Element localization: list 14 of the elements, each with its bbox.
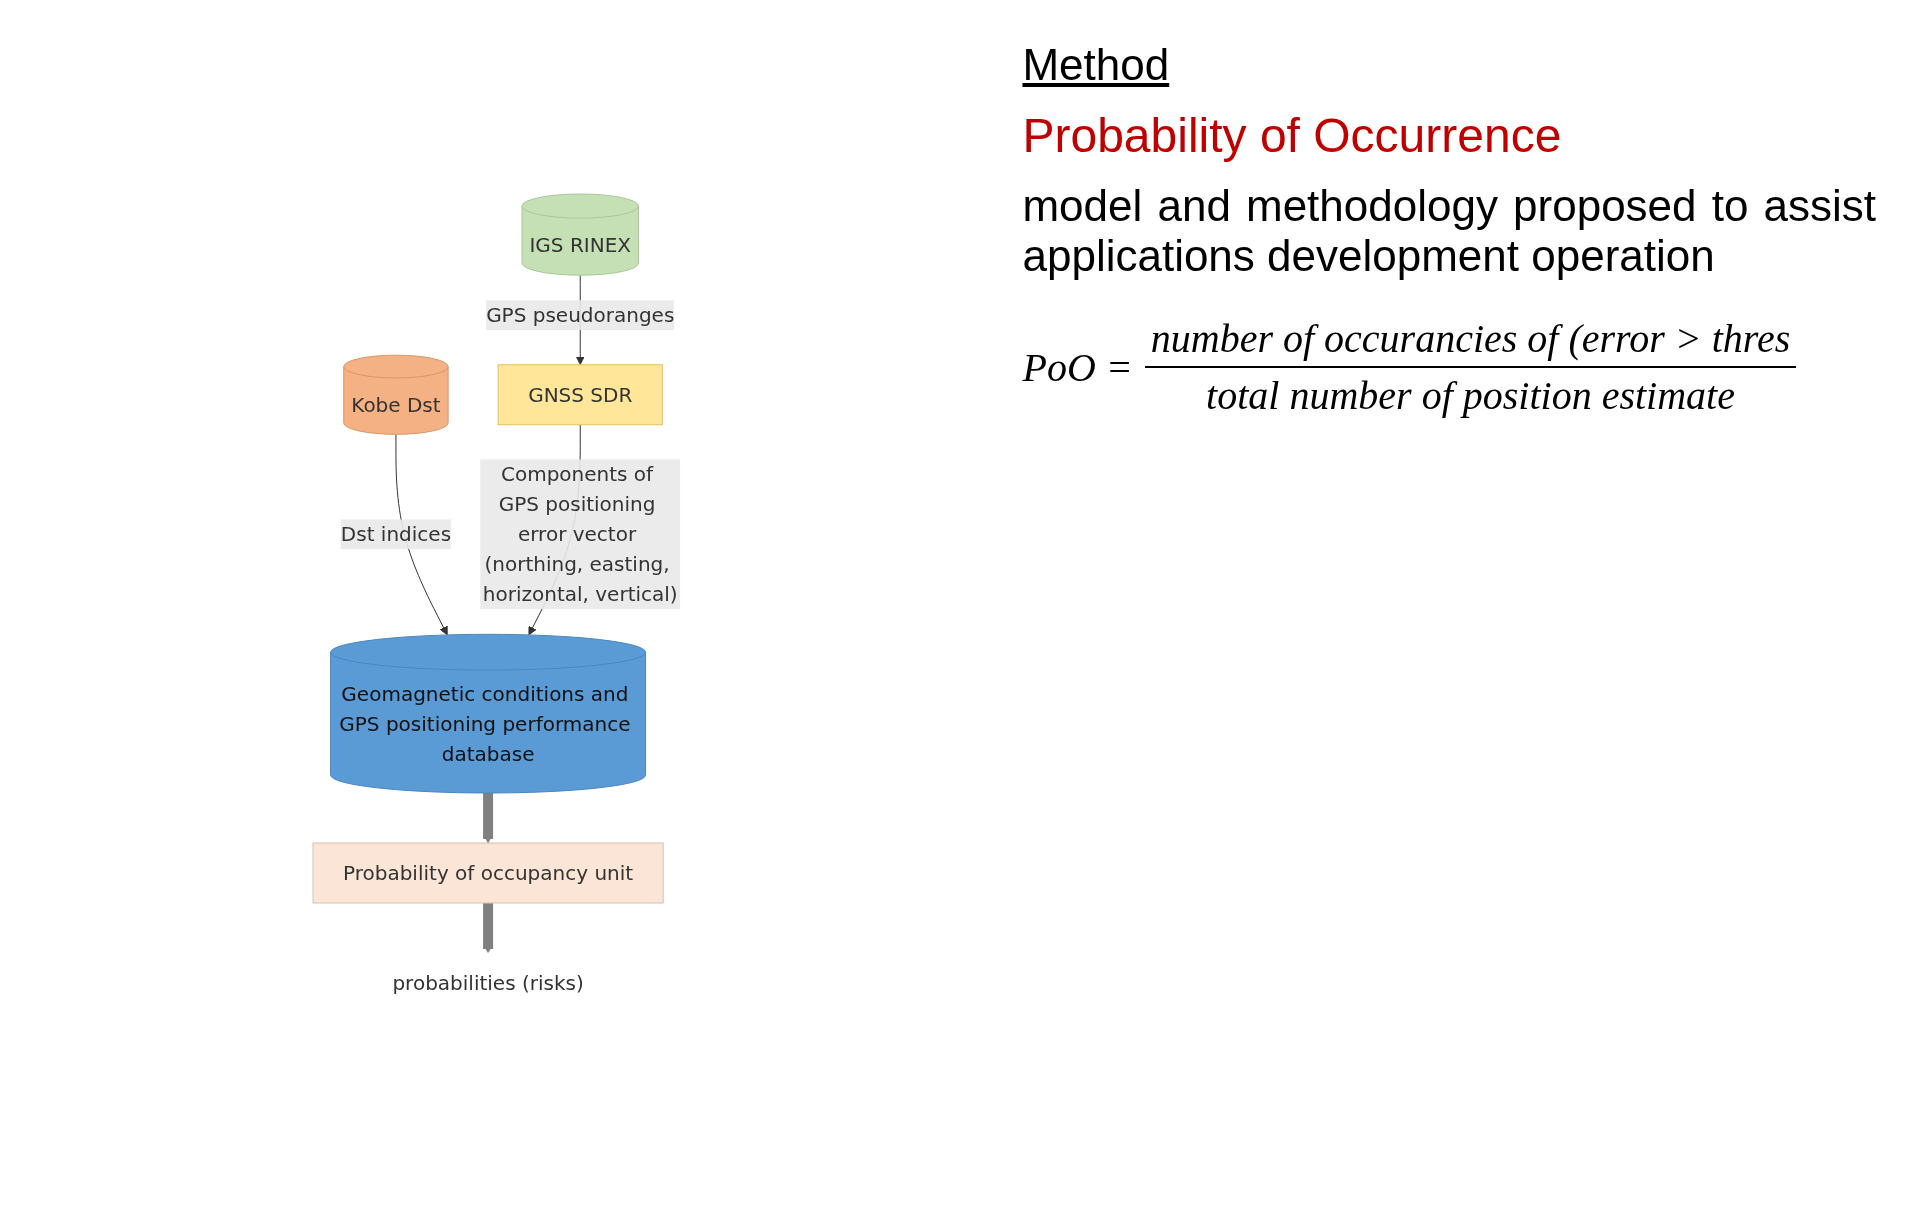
body-text: model and methodology proposed to assist applications development operation: [1022, 181, 1876, 281]
node-box: GNSS SDR: [497, 364, 663, 426]
highlighted-term: Probability of Occurrence: [1022, 108, 1563, 163]
formula-denominator: total number of position estimate: [1205, 372, 1736, 420]
bullet-heading: Method: [1022, 40, 1171, 90]
node-box: Probability of occupancy unit: [312, 842, 664, 904]
formula-numerator: number of occurancies of (error > thres: [1149, 315, 1792, 363]
edge-label: GPS pseudoranges: [485, 303, 674, 328]
arrow: [482, 792, 493, 844]
node-text: probabilities (risks): [392, 971, 584, 995]
arrow: [482, 902, 493, 954]
formula-lhs: PoO =: [1022, 343, 1133, 391]
edge-label: Components of GPS positioning error vector (northing, easting, horizontal, vertical): [482, 462, 678, 607]
edge-label: Dst indices: [340, 522, 451, 547]
